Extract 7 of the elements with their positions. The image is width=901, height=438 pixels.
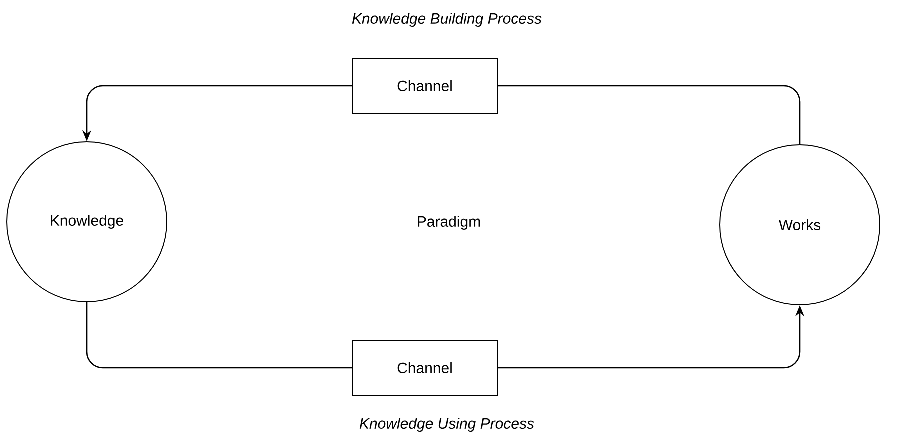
node-label: Knowledge Using Process <box>360 418 534 432</box>
circle-node: Knowledge <box>6 142 168 302</box>
circle-node: Works <box>720 144 880 306</box>
node-label: Knowledge Building Process <box>352 13 542 27</box>
center-label: Paradigm <box>418 216 480 230</box>
process-box: Channel <box>352 58 498 114</box>
process-box: Channel <box>352 340 498 396</box>
